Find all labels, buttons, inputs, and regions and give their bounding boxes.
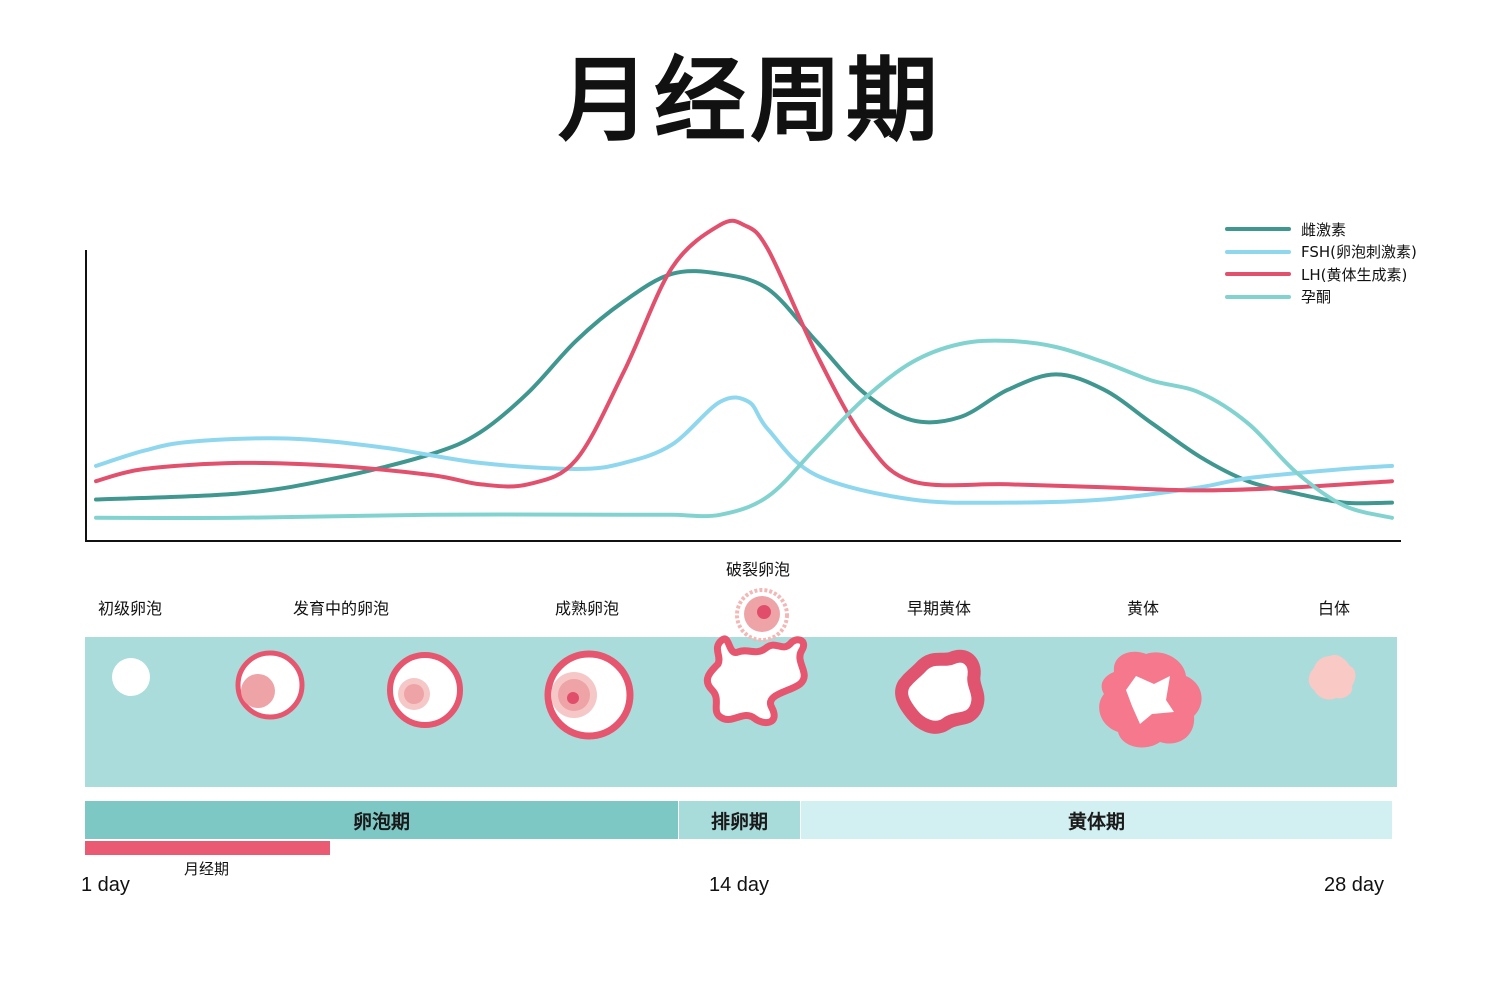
legend-label: FSH(卵泡刺激素)	[1301, 243, 1417, 262]
stage-label-mature-follicle: 成熟卵泡	[554, 599, 620, 618]
legend-item-progesterone: 孕酮	[1225, 286, 1417, 309]
stage-label-corpus-luteum: 黄体	[1126, 599, 1160, 618]
phase-label: 黄体期	[1067, 810, 1125, 833]
corpus-luteum-icon	[1099, 651, 1202, 748]
corpus-albicans-icon	[1308, 654, 1356, 700]
legend-label: 孕酮	[1301, 288, 1332, 307]
phase-luteal: 黄体期	[801, 801, 1392, 839]
stage-label-early-corpus-luteum: 早期黄体	[906, 599, 972, 618]
day-label-end: 28 day	[1324, 874, 1385, 896]
day-label-mid: 14 day	[709, 874, 770, 896]
legend-swatch	[1225, 227, 1291, 232]
legend-label: 雌激素	[1301, 220, 1347, 239]
day-label-start: 1 day	[81, 874, 130, 896]
series-layer	[94, 218, 1394, 521]
stage-label-developing-follicle: 发育中的卵泡	[292, 599, 390, 618]
stage-label-ruptured-follicle: 破裂卵泡	[725, 560, 791, 579]
legend-item-estrogen: 雌激素	[1225, 218, 1417, 241]
phase-follicular: 卵泡期	[85, 801, 678, 839]
ruptured-follicle-icon	[703, 588, 808, 727]
legend-label: LH(黄体生成素)	[1301, 265, 1408, 284]
page-title: 月经周期	[557, 47, 942, 154]
legend-item-fsh: FSH(卵泡刺激素)	[1225, 241, 1417, 264]
menstruation-bar	[85, 841, 330, 855]
series-estrogen	[94, 269, 1394, 506]
phase-label: 排卵期	[710, 810, 768, 833]
legend-swatch	[1225, 249, 1291, 254]
developing-follicle-large-icon	[387, 652, 463, 728]
legend-item-lh: LH(黄体生成素)	[1225, 263, 1417, 286]
stage-label-corpus-albicans: 白体	[1317, 599, 1351, 618]
series-lh	[94, 218, 1394, 493]
phase-ovulation: 排卵期	[679, 801, 800, 839]
legend-swatch	[1225, 294, 1291, 299]
menstruation-label: 月经期	[184, 860, 230, 878]
legend-swatch	[1225, 272, 1291, 277]
phase-label: 卵泡期	[352, 810, 410, 833]
primary-follicle-icon	[112, 658, 150, 696]
series-progesterone	[94, 338, 1394, 521]
mature-follicle-icon	[544, 650, 634, 740]
early-corpus-luteum-icon	[895, 649, 985, 734]
stage-label-primary-follicle: 初级卵泡	[97, 599, 163, 618]
legend: 雌激素 FSH(卵泡刺激素) LH(黄体生成素) 孕酮	[1225, 218, 1417, 308]
developing-follicle-icon	[235, 650, 305, 720]
